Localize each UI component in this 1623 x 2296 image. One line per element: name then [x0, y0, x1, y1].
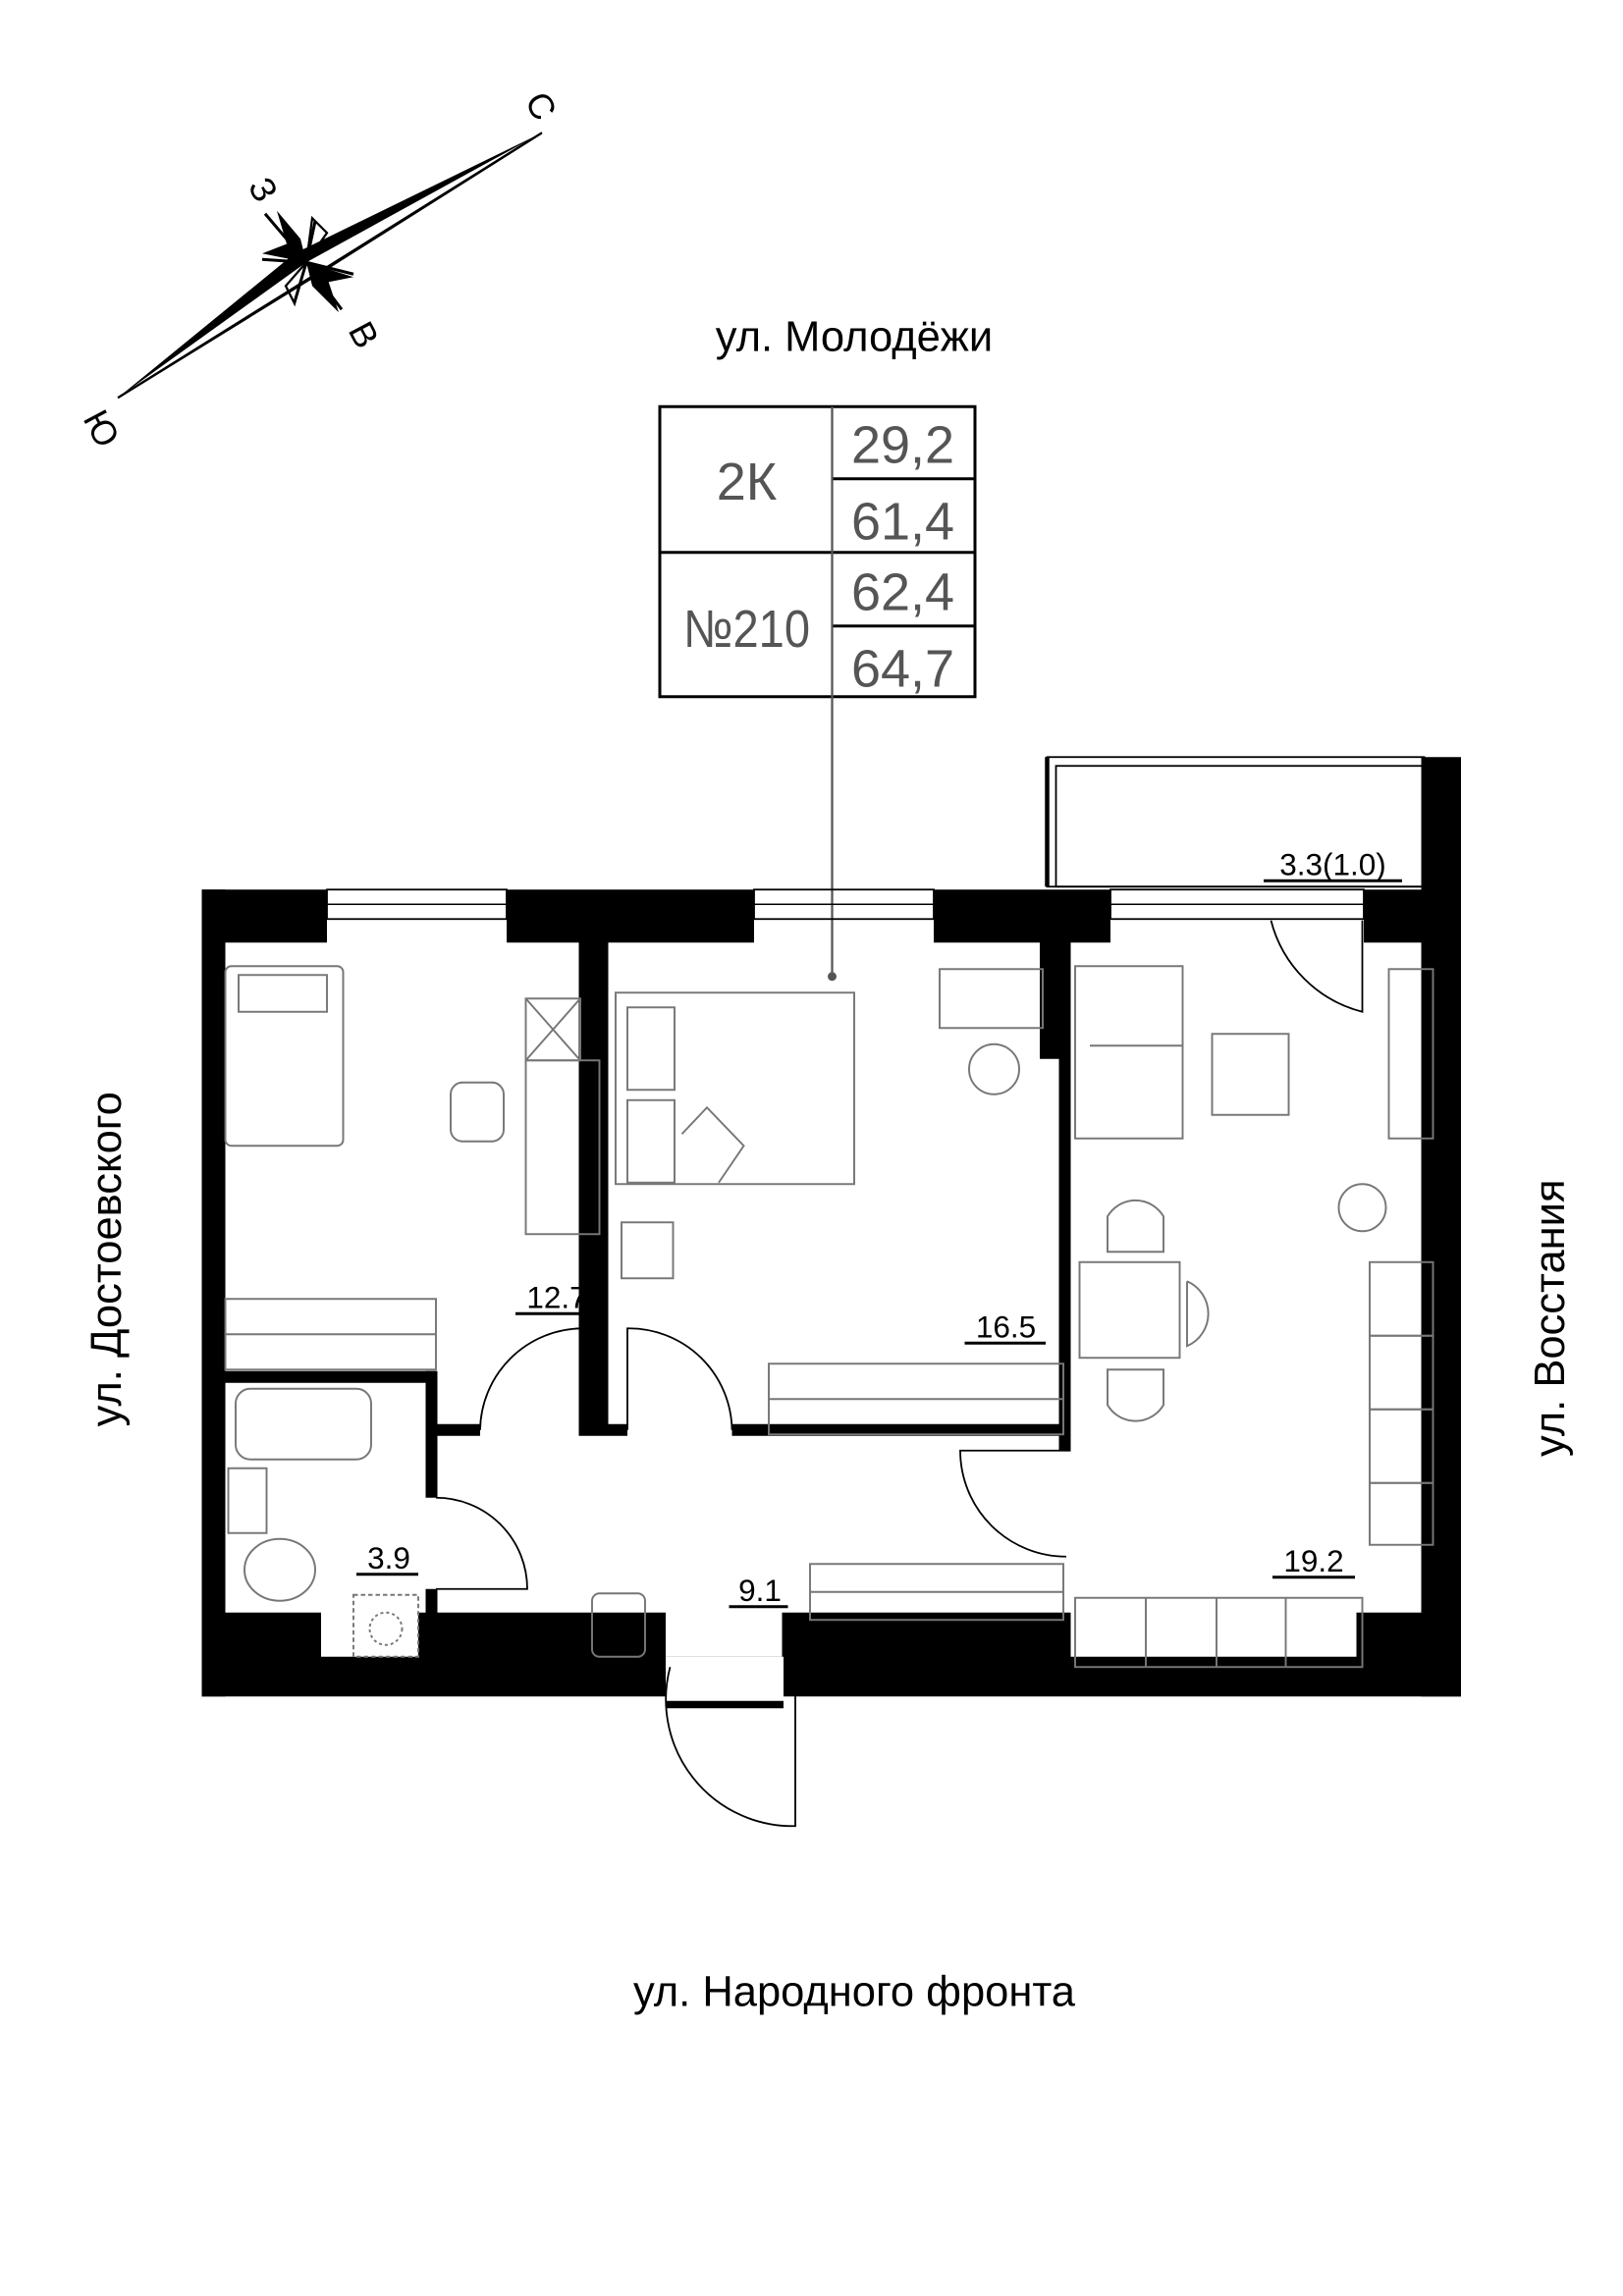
furniture	[224, 965, 1434, 1669]
balcony-area: 3.3(1.0)	[1279, 846, 1386, 881]
compass-west-label: З	[241, 171, 286, 208]
street-east: ул. Восстания	[1527, 1179, 1574, 1457]
doors	[435, 920, 1364, 1828]
compass-east-label: В	[341, 315, 387, 354]
compass-rose-icon	[117, 132, 543, 400]
apartment-info-table	[658, 404, 977, 982]
street-west: ул. Достоевского	[83, 1092, 131, 1426]
compass-south-label: Ю	[76, 403, 128, 454]
room-area-living-kitchen: 19.2	[1283, 1543, 1343, 1578]
total-area-with-balcony: 62,4	[851, 562, 954, 621]
total-area: 61,4	[851, 492, 954, 551]
total-area-full: 64,7	[851, 639, 954, 698]
street-south: ул. Народного фронта	[633, 1968, 1076, 2015]
room-area-hall: 9.1	[738, 1573, 782, 1608]
apartment-number: №210	[683, 600, 810, 659]
street-north: ул. Молодёжи	[716, 313, 993, 360]
windows	[326, 888, 1365, 921]
apartment-type: 2К	[717, 453, 778, 511]
room-area-bathroom: 3.9	[367, 1540, 410, 1575]
compass-north-label: С	[517, 85, 565, 127]
living-area: 29,2	[851, 415, 954, 474]
room-area-bedroom-2: 16.5	[976, 1308, 1036, 1344]
room-area-bedroom-1: 12.7	[526, 1279, 586, 1314]
walls	[201, 757, 1461, 1709]
